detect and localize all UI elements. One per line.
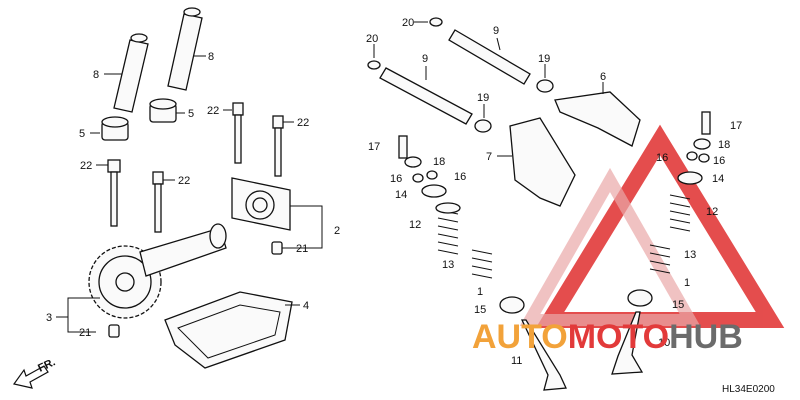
cotter-16-d: [698, 153, 710, 163]
front-arrow-icon: [12, 365, 49, 389]
callout-5b: 5: [188, 108, 194, 120]
dowel-21-a: [271, 241, 283, 255]
callout-16c: 16: [656, 152, 668, 164]
rocker-arm-7: [509, 117, 576, 207]
pushrod-left: [113, 33, 149, 113]
callout-7: 7: [486, 151, 492, 163]
callout-9b: 9: [422, 53, 428, 65]
cotter-16-a: [412, 173, 424, 183]
svg-text:AUTOMOTOHUB: AUTOMOTOHUB: [472, 318, 743, 356]
watermark-wordmark: AUTOMOTOHUB: [472, 318, 743, 356]
dowel-21-b: [108, 324, 120, 338]
callout-14a: 14: [395, 189, 407, 201]
rocker-arm-6: [554, 91, 641, 147]
callout-13b: 13: [684, 249, 696, 261]
watermark-triangle-inner: [519, 167, 701, 326]
callout-12a: 12: [409, 219, 421, 231]
callout-17a: 17: [368, 141, 380, 153]
cam-holder: [231, 177, 291, 231]
callout-11: 11: [511, 355, 522, 367]
callout-22d: 22: [178, 175, 190, 187]
lifter-left: [101, 116, 129, 141]
callout-16a: 16: [390, 173, 402, 185]
callout-13a: 13: [442, 259, 454, 271]
lifter-right: [149, 98, 177, 123]
callout-10: 10: [658, 337, 670, 349]
watermark-text-hub: HUB: [669, 318, 743, 356]
seal-19-a: [536, 79, 554, 93]
watermark-logo: [519, 124, 785, 328]
valve-11: [520, 319, 567, 391]
bolt-22-b: [272, 115, 284, 177]
bolt-22-a: [232, 102, 244, 164]
callout-17b: 17: [730, 120, 742, 132]
spring-12-a: [435, 202, 461, 255]
callout-15b: 15: [672, 299, 684, 311]
watermark-text-auto: AUTO: [472, 318, 568, 356]
gasket: [164, 291, 293, 369]
callout-18a: 18: [433, 156, 445, 168]
retainer-14-a: [421, 184, 447, 198]
retainer-14-b: [677, 171, 703, 185]
adjuster-17-b: [701, 111, 711, 135]
valve-10: [611, 311, 644, 375]
front-direction-label: FR.: [36, 356, 57, 374]
front-direction-indicator: FR.: [12, 356, 57, 389]
callout-14b: 14: [712, 173, 724, 185]
callout-12b: 12: [706, 206, 718, 218]
callout-5a: 5: [79, 128, 85, 140]
callout-22a: 22: [207, 105, 219, 117]
pushrod-right: [167, 7, 203, 91]
cotter-16-b: [426, 170, 438, 180]
callout-22c: 22: [80, 160, 92, 172]
leader-lines: [56, 21, 604, 333]
callout-3: 3: [46, 312, 52, 324]
seal-19-b: [474, 119, 492, 133]
camshaft: [139, 223, 227, 277]
bolt-22-c: [107, 159, 121, 227]
callout-8b: 8: [208, 51, 214, 63]
callout-19b: 19: [477, 92, 489, 104]
spring-13-b: [649, 244, 671, 274]
diagram-code: HL34E0200: [722, 384, 775, 395]
callout-9a: 9: [493, 25, 499, 37]
callout-18b: 18: [718, 139, 730, 151]
callout-8a: 8: [93, 69, 99, 81]
cotter-16-c: [686, 151, 698, 161]
watermark-text-moto: MOTO: [568, 318, 669, 356]
washer-20-a: [429, 17, 443, 27]
rocker-shaft-top: [448, 29, 531, 85]
callout-21a: 21: [296, 243, 308, 255]
washer-20-b: [367, 60, 381, 70]
callout-6: 6: [600, 71, 606, 83]
callout-21b: 21: [79, 327, 91, 339]
rocker-shaft-bottom: [379, 67, 473, 125]
adjuster-17-a: [398, 135, 408, 159]
callout-19a: 19: [538, 53, 550, 65]
callout-20a: 20: [402, 17, 414, 29]
spring-13-a: [471, 249, 493, 279]
spring-12-b: [669, 194, 691, 232]
callout-15a: 15: [474, 304, 486, 316]
callout-4: 4: [303, 300, 309, 312]
callout-22b: 22: [297, 117, 309, 129]
callout-20b: 20: [366, 33, 378, 45]
seat-15-b: [627, 289, 653, 307]
callout-labels: 20 9 20 9 19 19 6 7 17 18 16 16 14 12 13…: [46, 17, 742, 367]
bolt-22-d: [152, 171, 164, 233]
callout-1a: 1: [477, 286, 483, 298]
nut-18-b: [693, 138, 711, 150]
nut-18-a: [404, 156, 422, 168]
seat-15-a: [499, 296, 525, 314]
callout-1b: 1: [684, 277, 690, 289]
callout-16d: 16: [713, 155, 725, 167]
callout-16b: 16: [454, 171, 466, 183]
callout-2: 2: [334, 225, 340, 237]
